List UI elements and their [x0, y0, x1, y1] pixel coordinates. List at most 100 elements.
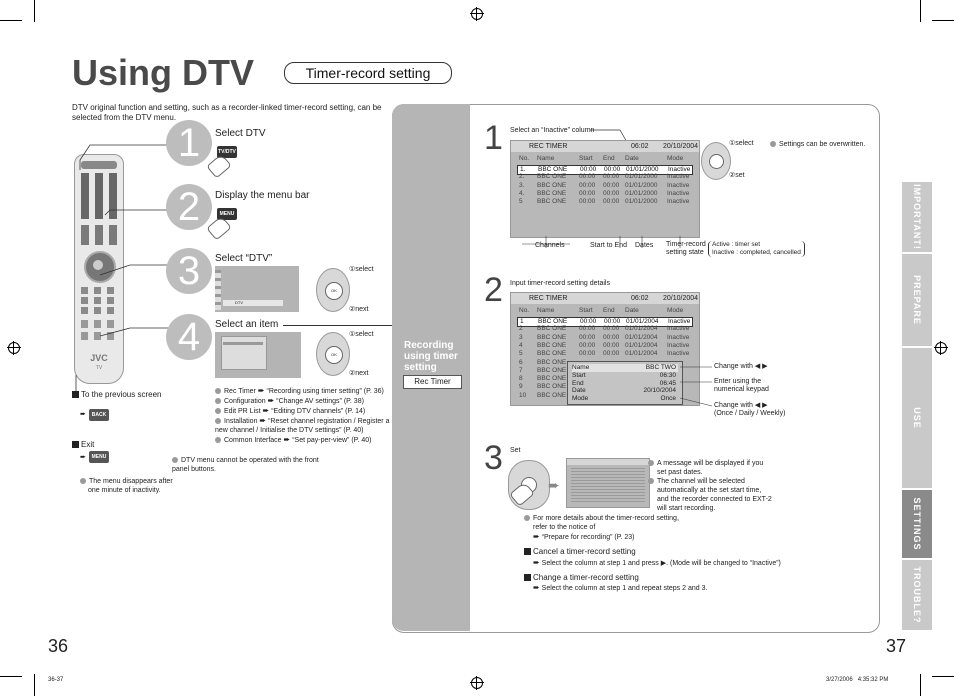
item-menu-list: Rec Timer ➨ “Recording using timer setti… — [215, 386, 395, 445]
table-cell: 10 — [519, 391, 527, 399]
dates-label: Dates — [635, 242, 654, 249]
table-cell: BBC ONE — [537, 383, 567, 391]
table-cell: Inactive — [667, 341, 690, 349]
tab-important[interactable]: IMPORTANT! — [902, 182, 932, 252]
step-caption: Select an “Inactive” column — [510, 127, 595, 134]
item-menu-screen — [215, 332, 301, 378]
table-cell: 00:00 — [604, 166, 621, 173]
tab-settings[interactable]: SETTINGS — [902, 490, 932, 558]
front-panel-note: DTV menu cannot be operated with the fro… — [172, 457, 319, 473]
crop-mark — [0, 20, 22, 21]
table-cell: Inactive — [667, 325, 690, 333]
table-cell: BBC ONE — [537, 333, 567, 341]
page-title: Using DTV — [72, 52, 255, 93]
table-cell: 00:00 — [580, 166, 597, 173]
callout-line — [590, 129, 629, 145]
remote-brand: JVC — [90, 353, 108, 363]
channels-label: Channels — [535, 242, 565, 249]
step3-notes: A message will be displayed if you set p… — [648, 459, 773, 513]
cancel-text: ➨ Select the column at step 1 and press … — [533, 558, 781, 567]
table-cell: 01/01/2000 — [625, 181, 658, 189]
step-number: 1 — [484, 119, 503, 157]
column-header: Mode — [667, 307, 684, 314]
popup-field-value: Once — [660, 395, 676, 403]
table-cell: 4 — [519, 341, 523, 349]
step-number: 2 — [166, 184, 212, 230]
popup-field[interactable]: Mode Once — [572, 395, 678, 403]
step-number: 4 — [166, 314, 212, 360]
table-cell: BBC ONE — [537, 366, 567, 374]
table-cell: Inactive — [667, 350, 690, 358]
table-cell: 01/01/2004 — [626, 318, 659, 325]
crop-mark — [920, 674, 921, 696]
step-caption: Set — [510, 447, 521, 454]
popup-field-label: Mode — [572, 395, 589, 403]
menu-item-rec-timer: Rec Timer ➨ “Recording using timer setti… — [215, 386, 395, 396]
crop-mark — [34, 674, 35, 696]
menu-button-icon: MENU — [217, 208, 237, 220]
callout-lines — [680, 366, 713, 407]
menu-item-configuration: Configuration ➨ “Change AV settings” (P.… — [215, 396, 395, 406]
table-cell: 3 — [519, 333, 523, 341]
cancel-title: Cancel a timer-record setting — [524, 547, 636, 557]
callout-lines — [75, 144, 182, 395]
table-cell: 2. — [519, 173, 525, 181]
table-cell: 7 — [519, 366, 523, 374]
next-hint: ②next — [349, 370, 369, 377]
menu-item-installation: Installation ➨ “Reset channel registrati… — [215, 416, 390, 434]
column-header: Name — [537, 155, 555, 162]
tab-prepare[interactable]: PREPARE — [902, 254, 932, 346]
popup-field-label: End — [572, 379, 584, 387]
column-header: Start — [579, 307, 593, 314]
table-cell: 01/01/2004 — [625, 333, 658, 341]
menu-item-common-interface: Common Interface ➨ “Set pay-per-view” (P… — [215, 435, 395, 445]
dtv-menu-item: DTV — [223, 300, 283, 306]
arrow-icon: ➨ — [80, 454, 86, 461]
previous-screen-note: To the previous screen — [72, 390, 162, 400]
navigation-pad-icon — [508, 460, 550, 510]
table-cell: Inactive — [667, 198, 690, 206]
column-header: Mode — [667, 155, 684, 162]
popup-field-value: BBC TWO — [645, 364, 676, 371]
table-row[interactable]: 7 BBC ONE — [517, 367, 693, 375]
popup-field-value: 20/10/2004 — [643, 387, 676, 395]
popup-field[interactable]: Name BBC TWO — [572, 364, 678, 372]
table-cell: 00:00 — [579, 198, 596, 206]
arrow-right-icon: ➨ — [548, 477, 560, 493]
table-cell: 00:00 — [603, 181, 620, 189]
tab-trouble[interactable]: TROUBLE? — [902, 560, 932, 630]
table-cell: 00:00 — [579, 350, 596, 358]
step-number: 3 — [166, 248, 212, 294]
table-cell: 1 — [520, 318, 524, 325]
change-name-hint: Change with ◀ ▶ — [714, 363, 768, 370]
popup-field-label: Name — [572, 364, 590, 371]
column-header: End — [603, 307, 615, 314]
column-header: Name — [537, 307, 555, 314]
tab-use[interactable]: USE — [902, 348, 932, 488]
enter-keypad-hint: Enter using the numerical keypad — [714, 378, 769, 393]
table-cell: 8 — [519, 375, 523, 383]
change-title: Change a timer-record setting — [524, 573, 639, 583]
crop-mark — [932, 676, 954, 677]
table-cell: 6 — [519, 358, 523, 366]
table-cell: 00:00 — [604, 318, 621, 325]
